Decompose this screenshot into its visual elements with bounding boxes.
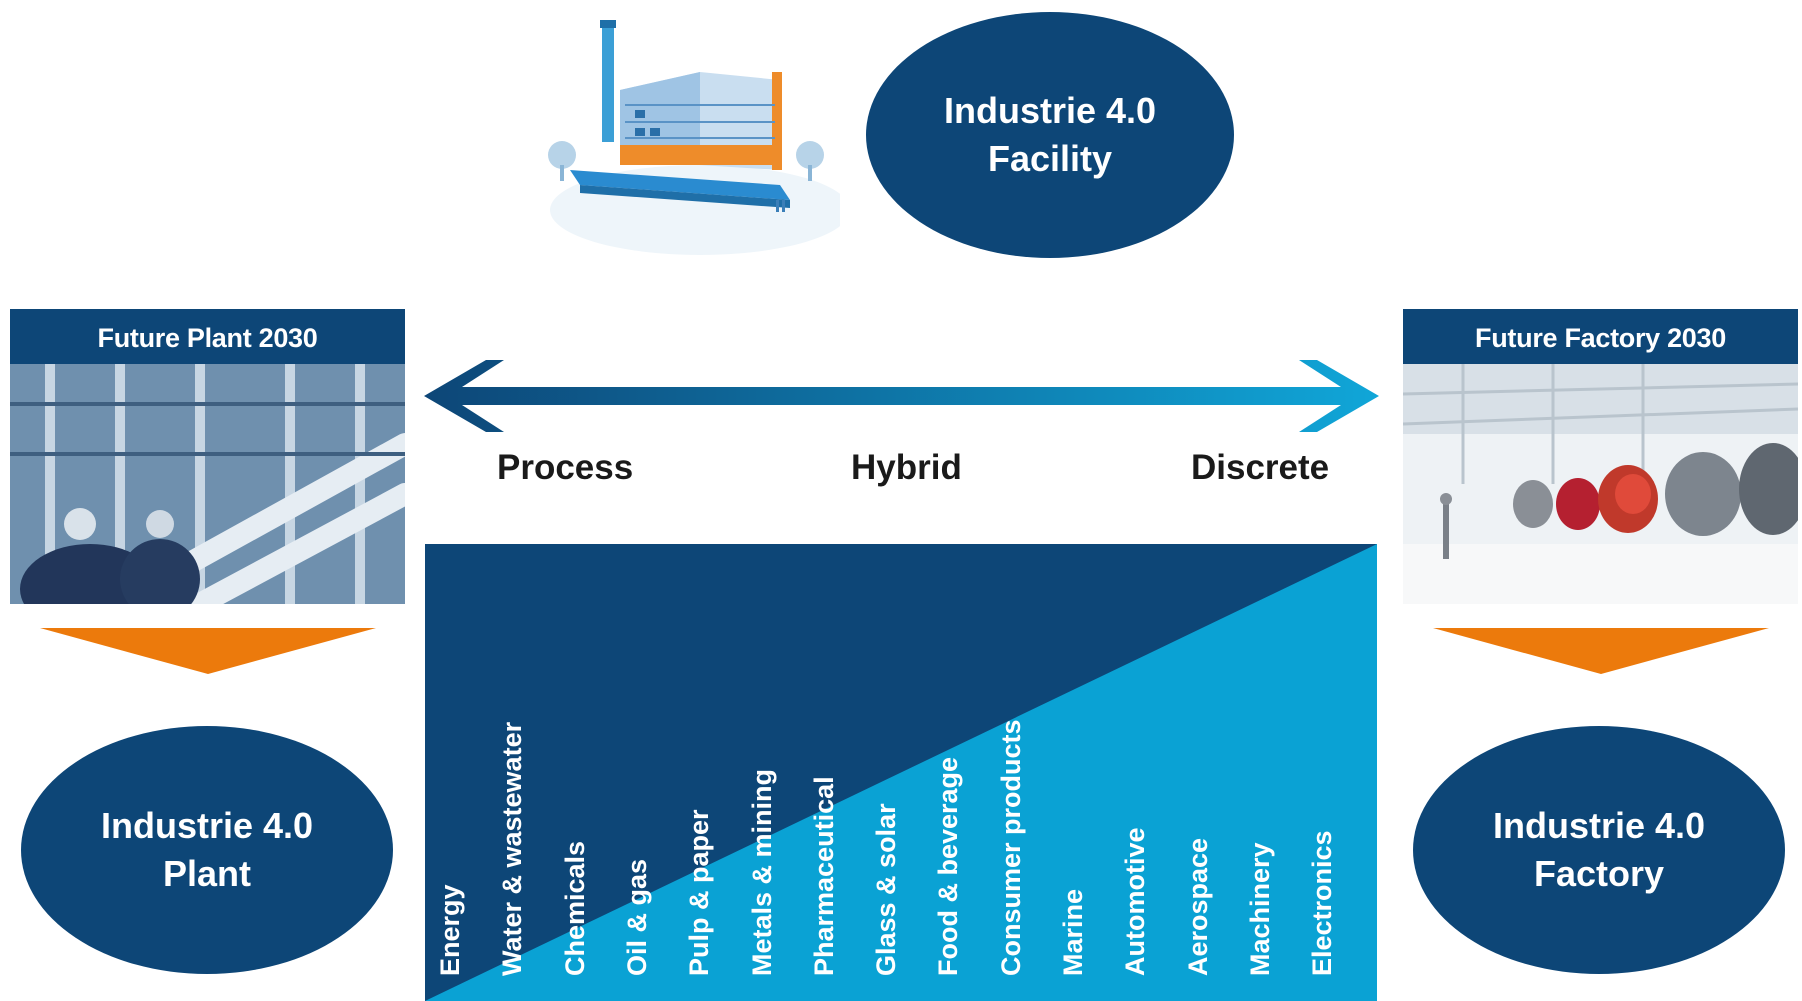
- process-discrete-double-arrow: [424, 360, 1379, 432]
- industry-spectrum-block: Energy Water & wastewater Chemicals Oil & g…: [425, 544, 1377, 1001]
- industry-label: Machinery: [1244, 842, 1275, 976]
- industry-label: Consumer products: [995, 719, 1026, 976]
- industry-label: Energy: [435, 884, 465, 976]
- scale-label-discrete: Discrete: [1191, 448, 1330, 487]
- industry-label: Pulp & paper: [684, 809, 715, 976]
- facility-ellipse-line1: Industrie 4.0: [943, 90, 1157, 131]
- factory-ellipse: Industrie 4.0 Factory: [1413, 726, 1785, 974]
- plant-header: Future Plant 2030: [10, 309, 405, 367]
- industry-label: Chemicals: [559, 840, 590, 976]
- industry-label: Pharmaceutical: [808, 776, 839, 976]
- industry-label: Oil & gas: [621, 858, 652, 976]
- dark-blue-triangle: [425, 544, 1377, 1001]
- industry-label: Marine: [1058, 888, 1088, 976]
- factory-ellipse-line1: Industrie 4.0: [1492, 805, 1706, 846]
- plant-ellipse: Industrie 4.0 Plant: [21, 726, 393, 974]
- industry-label: Food & beverage: [933, 756, 964, 976]
- industry-label: Automotive: [1120, 827, 1151, 977]
- industry-label: Aerospace: [1182, 837, 1213, 976]
- factory-down-arrow: [1433, 628, 1769, 674]
- facility-ellipse-line2: Facility: [987, 138, 1113, 179]
- factory-ellipse-line2: Factory: [1533, 853, 1665, 894]
- scale-label-process: Process: [497, 448, 634, 487]
- factory-header: Future Factory 2030: [1403, 309, 1798, 367]
- facility-ellipse: Industrie 4.0 Facility: [866, 12, 1234, 258]
- factory-photo: [1403, 364, 1798, 604]
- plant-photo: [10, 364, 405, 604]
- industry-label: Water & wastewater: [497, 721, 528, 976]
- facility-illustration: [540, 10, 850, 265]
- scale-label-hybrid: Hybrid: [851, 448, 962, 487]
- industry-label: Glass & solar: [871, 803, 902, 976]
- industry-label: Electronics: [1307, 830, 1338, 976]
- plant-ellipse-line2: Plant: [162, 853, 251, 894]
- industry-label: Metals & mining: [746, 768, 777, 976]
- plant-ellipse-line1: Industrie 4.0: [100, 805, 314, 846]
- plant-down-arrow: [40, 628, 376, 674]
